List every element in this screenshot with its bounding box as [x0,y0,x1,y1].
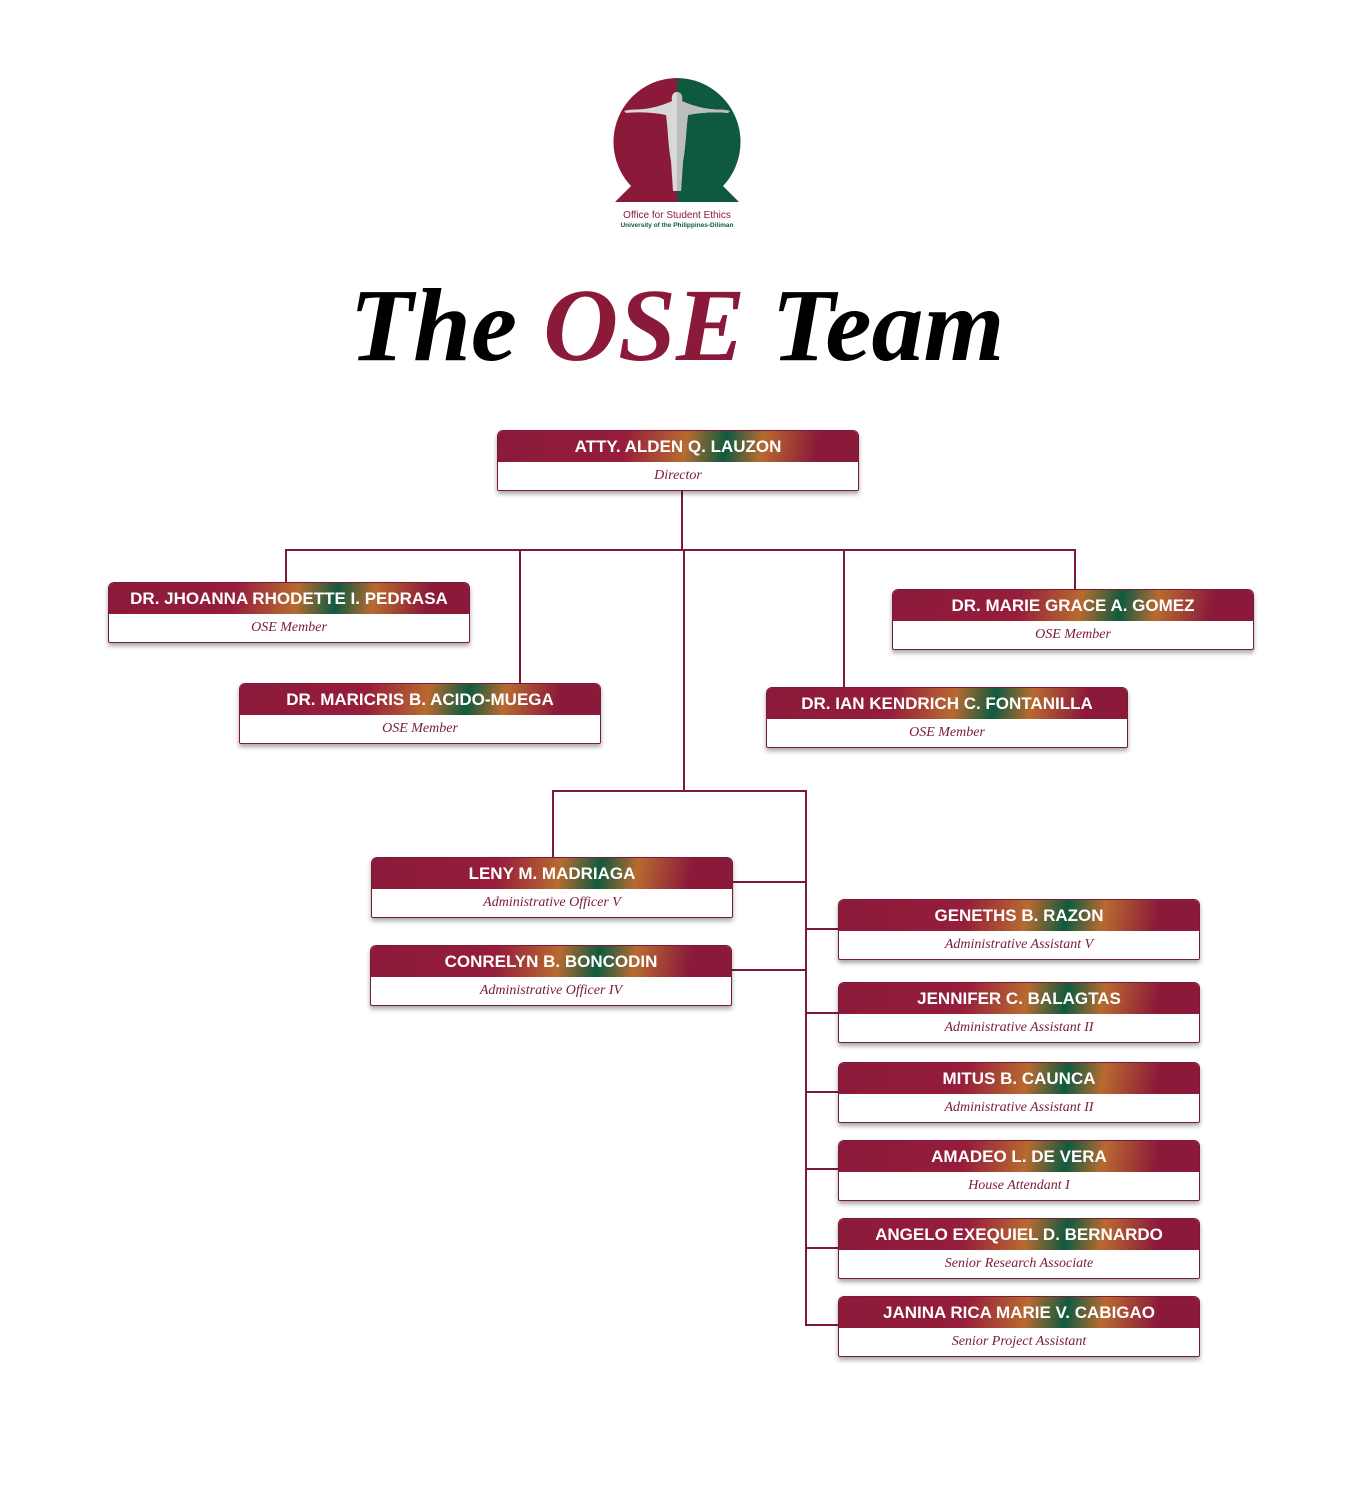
connector-line [285,549,287,582]
title-accent: OSE [543,268,746,383]
member-role: Administrative Officer V [372,889,732,917]
member-name: DR. MARIE GRACE A. GOMEZ [893,590,1253,621]
member-name: LENY M. MADRIAGA [372,858,732,889]
member-role: Administrative Assistant II [839,1094,1199,1122]
member-name: DR. MARICRIS B. ACIDO-MUEGA [240,684,600,715]
connector-line [285,549,1076,551]
member-name: GENETHS B. RAZON [839,900,1199,931]
ose-emblem-icon [613,78,741,202]
page-title: The OSE Team [0,266,1354,386]
member-name: JANINA RICA MARIE V. CABIGAO [839,1297,1199,1328]
member-role: OSE Member [240,715,600,743]
logo-university-name: University of the Philippines-Diliman [620,222,734,229]
connector-line [806,1324,838,1326]
connector-line [552,790,554,857]
connector-line [1074,549,1076,589]
member-role: Senior Project Assistant [839,1328,1199,1356]
member-name: ANGELO EXEQUIEL D. BERNARDO [839,1219,1199,1250]
member-role: Director [498,462,858,490]
member-name: ATTY. ALDEN Q. LAUZON [498,431,858,462]
member-role: Administrative Assistant II [839,1014,1199,1042]
connector-line [732,881,806,883]
connector-line [730,969,806,971]
title-pre: The [349,268,544,383]
connector-line [806,928,838,930]
connector-line [843,549,845,687]
connector-line [805,790,807,1326]
member-role: OSE Member [893,621,1253,649]
member-role: House Attendant I [839,1172,1199,1200]
member-name: MITUS B. CAUNCA [839,1063,1199,1094]
connector-line [519,549,521,683]
member-name: AMADEO L. DE VERA [839,1141,1199,1172]
member-role: Administrative Officer IV [371,977,731,1005]
ose-logo: Office for Student Ethics University of … [606,76,748,240]
member-name: CONRELYN B. BONCODIN [371,946,731,977]
connector-line [683,549,685,792]
member-role: OSE Member [109,614,469,642]
member-name: DR. JHOANNA RHODETTE I. PEDRASA [109,583,469,614]
member-role: Administrative Assistant V [839,931,1199,959]
connector-line [806,1012,838,1014]
member-name: DR. IAN KENDRICH C. FONTANILLA [767,688,1127,719]
connector-line [552,790,807,792]
connector-line [681,490,683,551]
member-role: Senior Research Associate [839,1250,1199,1278]
logo-org-name: Office for Student Ethics [623,210,731,221]
connector-line [806,1168,838,1170]
title-post: Team [745,268,1005,383]
connector-line [806,1247,838,1249]
member-role: OSE Member [767,719,1127,747]
connector-line [806,1091,838,1093]
member-name: JENNIFER C. BALAGTAS [839,983,1199,1014]
